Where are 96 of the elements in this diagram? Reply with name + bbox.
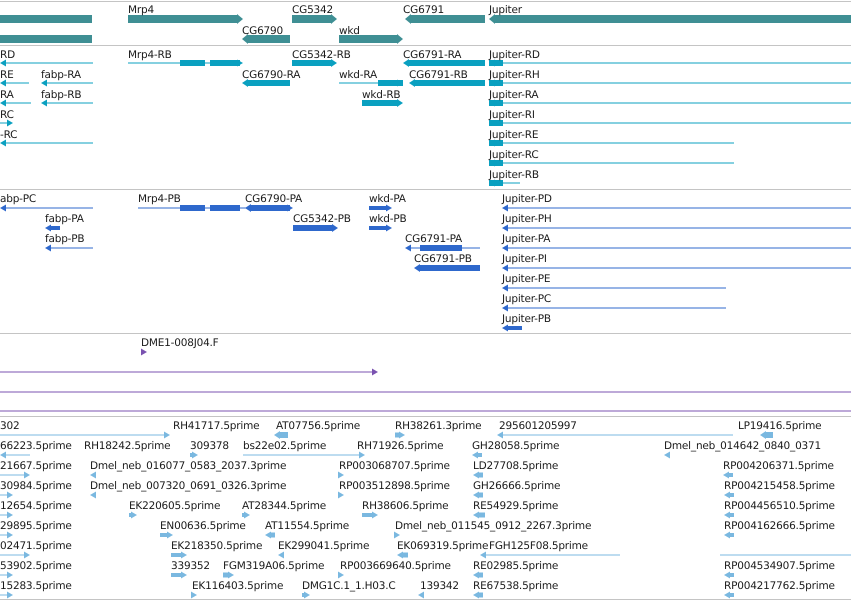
feature-label: Mrp4-RB — [128, 49, 172, 62]
feature-label: RP003669640.5prime — [340, 560, 451, 573]
feature-label: 02471.5prime — [0, 540, 72, 553]
feature-label: Dmel_neb_011545_0912_2267.3prime — [395, 520, 592, 533]
feature-label: CG6791-PB — [414, 253, 472, 266]
feature-label: CG6791-PA — [405, 233, 462, 246]
feature-label: 295601205997 — [499, 420, 577, 433]
feature-label: EK116403.5prime — [192, 580, 284, 593]
feature-label: 12654.5prime — [0, 500, 72, 513]
feature-label: RE — [0, 69, 14, 82]
feature-label: 53902.5prime — [0, 560, 72, 573]
feature-label: Jupiter-RC — [489, 149, 538, 162]
feature-label: 66223.5prime — [0, 440, 72, 453]
feature-label: FGH125F08.5prime — [489, 540, 588, 553]
feature-label: Jupiter-RA — [489, 89, 538, 102]
feature-label: CG5342-RB — [292, 49, 351, 62]
feature-label: wkd-RA — [339, 69, 377, 82]
feature-label: RP004456510.5prime — [724, 500, 835, 513]
feature-label: DME1-008J04.F — [141, 337, 219, 350]
feature-label: -RC — [0, 129, 18, 142]
feature-label: Jupiter-PD — [502, 193, 552, 206]
feature-label: CG5342-PB — [293, 213, 351, 226]
feature-label: CG6791-RB — [409, 69, 468, 82]
feature-label: Jupiter — [489, 4, 522, 17]
feature-label: RC — [0, 109, 14, 122]
feature-label: 30984.5prime — [0, 480, 72, 493]
feature-label: RP004206371.5prime — [723, 460, 834, 473]
feature-label: CG6790-RA — [242, 69, 300, 82]
feature-label: Dmel_neb_014642_0840_0371 — [664, 440, 821, 453]
feature-label: 309378 — [190, 440, 229, 453]
feature-label: 302 — [0, 420, 20, 433]
feature-label: wkd-PA — [369, 193, 406, 206]
feature-label: GH26666.5prime — [473, 480, 560, 493]
feature-label: Jupiter-PC — [502, 293, 552, 306]
feature-label: 339352 — [171, 560, 210, 573]
feature-label: Jupiter-PE — [502, 273, 550, 286]
feature-label: CG6790-PA — [245, 193, 302, 206]
feature-label: RA — [0, 89, 14, 102]
feature-label: RP003068707.5prime — [339, 460, 450, 473]
feature-label: LD27708.5prime — [473, 460, 558, 473]
feature-label: EK218350.5prime — [171, 540, 262, 553]
feature-label: Mrp4 — [128, 4, 154, 17]
feature-label: Mrp4-PB — [138, 193, 181, 206]
feature-label: RP004534907.5prime — [724, 560, 835, 573]
feature-label: AT07756.5prime — [276, 420, 360, 433]
feature-label: 21667.5prime — [0, 460, 72, 473]
feature-label: CG6791 — [403, 4, 444, 17]
feature-label: fabp-RA — [41, 69, 81, 82]
feature-label: RH41717.5prime — [173, 420, 260, 433]
feature-label: Jupiter-PI — [502, 253, 547, 266]
feature-label: EK299041.5prime — [278, 540, 370, 553]
feature-label: RH38606.5prime — [362, 500, 448, 513]
feature-label: CG6790 — [242, 25, 283, 38]
feature-label: RH71926.5prime — [357, 440, 444, 453]
feature-label: Dmel_neb_007320_0691_0326.3prime — [90, 480, 286, 493]
feature-label: Jupiter-RB — [489, 169, 539, 182]
feature-label: RP004217762.5prime — [724, 580, 835, 593]
feature-label: RH18242.5prime — [84, 440, 170, 453]
feature-label: Dmel_neb_016077_0583_2037.3prime — [90, 460, 286, 473]
feature-label: Jupiter-RH — [489, 69, 540, 82]
feature-label: wkd — [339, 25, 360, 38]
feature-label: LP19416.5prime — [738, 420, 822, 433]
feature-label: CG6791-RA — [403, 49, 462, 62]
feature-label: Jupiter-PH — [502, 213, 552, 226]
feature-label: RP003512898.5prime — [339, 480, 450, 493]
feature-label: fabp-PA — [45, 213, 84, 226]
feature-label: DMG1C.1_1.H03.C — [302, 580, 396, 593]
feature-label: abp-PC — [0, 193, 36, 206]
feature-label: 139342 — [420, 580, 459, 593]
feature-label: Jupiter-RD — [489, 49, 540, 62]
feature-label: EK220605.5prime — [129, 500, 220, 513]
feature-label: FGM319A06.5prime — [223, 560, 324, 573]
feature-label: Jupiter-PB — [502, 313, 551, 326]
feature-label: AT28344.5prime — [242, 500, 326, 513]
feature-label: Jupiter-RI — [489, 109, 535, 122]
feature-label: fabp-PB — [45, 233, 84, 246]
feature-label: Jupiter-RE — [489, 129, 538, 142]
feature-label: wkd-RB — [362, 89, 400, 102]
feature-label: RE02985.5prime — [473, 560, 558, 573]
feature-label: EN00636.5prime — [160, 520, 246, 533]
feature-label: RE54929.5prime — [473, 500, 558, 513]
feature-label: Jupiter-PA — [502, 233, 550, 246]
feature-label: fabp-RB — [41, 89, 82, 102]
feature-label: RP004215458.5prime — [724, 480, 835, 493]
feature-label: bs22e02.5prime — [243, 440, 326, 453]
feature-label: RP004162666.5prime — [724, 520, 835, 533]
feature-label: AT11554.5prime — [265, 520, 349, 533]
feature-label: 15283.5prime — [0, 580, 72, 593]
feature-label: RE67538.5prime — [473, 580, 558, 593]
feature-label: 29895.5prime — [0, 520, 72, 533]
feature-label: GH28058.5prime — [472, 440, 560, 453]
feature-label: RH38261.3prime — [395, 420, 482, 433]
feature-label: EK069319.5prime — [397, 540, 488, 553]
feature-label: RD — [0, 49, 15, 62]
feature-label: CG5342 — [292, 4, 333, 17]
feature-label: wkd-PB — [369, 213, 406, 226]
